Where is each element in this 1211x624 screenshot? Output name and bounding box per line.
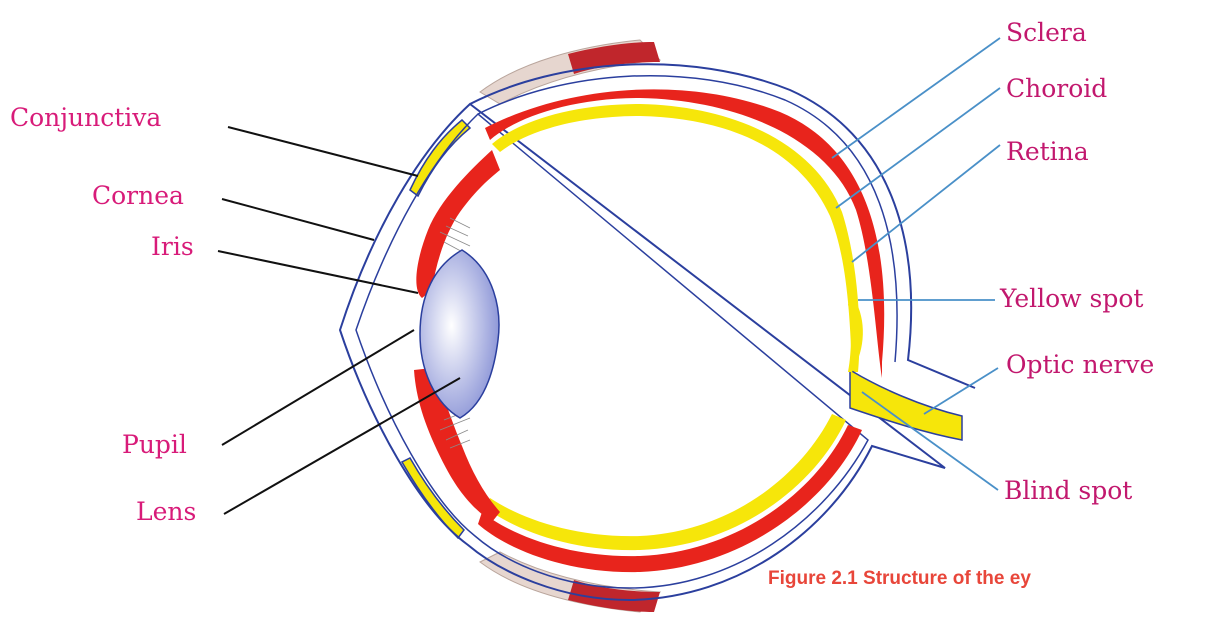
label-optic-nerve: Optic nerve xyxy=(1006,350,1154,379)
label-iris: Iris xyxy=(151,232,194,261)
label-sclera: Sclera xyxy=(1006,18,1087,47)
left-labels: Conjunctiva Cornea Iris Pupil Lens xyxy=(10,103,196,526)
sclera-leader xyxy=(832,38,1000,158)
yellow-spot-region xyxy=(848,300,863,372)
label-yellow-spot: Yellow spot xyxy=(999,284,1143,313)
label-cornea: Cornea xyxy=(92,181,184,210)
figure-caption: Figure 2.1 Structure of the ey xyxy=(768,568,1031,589)
label-lens: Lens xyxy=(136,497,196,526)
optic-nerve-leader xyxy=(924,368,998,414)
choroid-layer-lower xyxy=(478,425,862,572)
label-retina: Retina xyxy=(1006,137,1089,166)
label-blind-spot: Blind spot xyxy=(1004,476,1132,505)
optic-nerve xyxy=(850,370,962,440)
label-conjunctiva: Conjunctiva xyxy=(10,103,161,132)
iris-leader xyxy=(218,251,418,293)
choroid-leader xyxy=(836,88,1000,208)
conjunctiva-leader xyxy=(228,127,418,176)
cornea-leader xyxy=(222,199,374,240)
choroid-layer xyxy=(485,89,884,378)
right-labels: Sclera Choroid Retina Yellow spot Optic … xyxy=(999,18,1154,505)
pupil-leader xyxy=(222,330,414,445)
label-pupil: Pupil xyxy=(122,430,187,459)
label-choroid: Choroid xyxy=(1006,74,1107,103)
